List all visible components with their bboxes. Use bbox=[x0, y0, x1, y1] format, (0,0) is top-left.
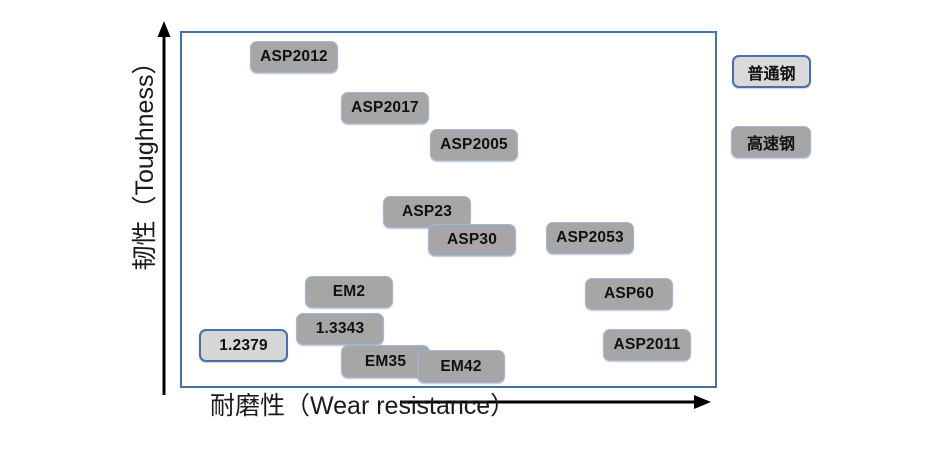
data-node-asp60[interactable]: ASP60 bbox=[585, 278, 673, 310]
data-node-em42[interactable]: EM42 bbox=[417, 350, 505, 383]
x-axis-arrow-icon bbox=[400, 395, 711, 409]
data-node-asp2053[interactable]: ASP2053 bbox=[546, 222, 634, 254]
legend-item-label: 高速钢 bbox=[746, 136, 795, 153]
y-axis-arrow-icon bbox=[157, 21, 171, 395]
data-node-label: ASP2005 bbox=[440, 136, 508, 153]
data-node-label: EM42 bbox=[440, 357, 482, 375]
data-node-em2[interactable]: EM2 bbox=[305, 276, 393, 308]
data-node-1-2379[interactable]: 1.2379 bbox=[199, 329, 288, 362]
legend-item-high-speed-steel[interactable]: 高速钢 bbox=[731, 126, 811, 158]
data-node-label: ASP2012 bbox=[260, 48, 328, 65]
data-node-label: EM35 bbox=[364, 352, 407, 370]
data-node-label: ASP30 bbox=[446, 231, 498, 248]
data-node-label: ASP23 bbox=[401, 203, 453, 220]
plot-area-frame bbox=[180, 31, 717, 388]
data-node-asp30[interactable]: ASP30 bbox=[428, 224, 516, 256]
legend-item-label: 普通钢 bbox=[747, 65, 796, 83]
data-node-label: ASP2053 bbox=[556, 229, 624, 246]
x-axis-label-text: 耐磨性（Wear resistance） bbox=[210, 392, 516, 420]
x-axis-label: 耐磨性（Wear resistance） bbox=[210, 390, 515, 422]
data-node-1-3343[interactable]: 1.3343 bbox=[296, 313, 384, 345]
y-axis-label: 韧性（Toughness） bbox=[125, 10, 165, 310]
data-node-asp2012[interactable]: ASP2012 bbox=[250, 41, 338, 73]
data-node-label: ASP60 bbox=[603, 285, 655, 302]
data-node-label: 1.3343 bbox=[315, 320, 365, 337]
data-node-label: 1.2379 bbox=[219, 336, 268, 354]
y-axis-label-text: 韧性（Toughness） bbox=[131, 49, 159, 271]
data-node-em35[interactable]: EM35 bbox=[341, 345, 430, 378]
data-node-asp2005[interactable]: ASP2005 bbox=[430, 129, 518, 161]
data-node-asp23[interactable]: ASP23 bbox=[383, 196, 471, 228]
data-node-asp2011[interactable]: ASP2011 bbox=[603, 329, 691, 361]
data-node-label: ASP2011 bbox=[613, 336, 681, 353]
data-node-asp2017[interactable]: ASP2017 bbox=[341, 92, 429, 124]
data-node-label: EM2 bbox=[332, 283, 366, 300]
data-node-label: ASP2017 bbox=[351, 99, 419, 116]
legend-item-plain-steel[interactable]: 普通钢 bbox=[732, 55, 811, 88]
